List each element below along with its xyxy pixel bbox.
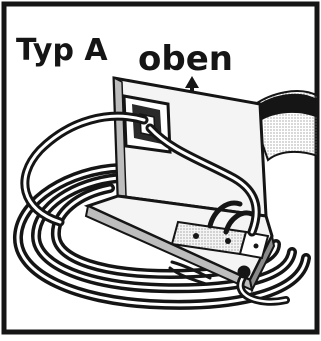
direction-label: oben <box>138 39 233 79</box>
type-label: Typ A <box>16 33 108 68</box>
